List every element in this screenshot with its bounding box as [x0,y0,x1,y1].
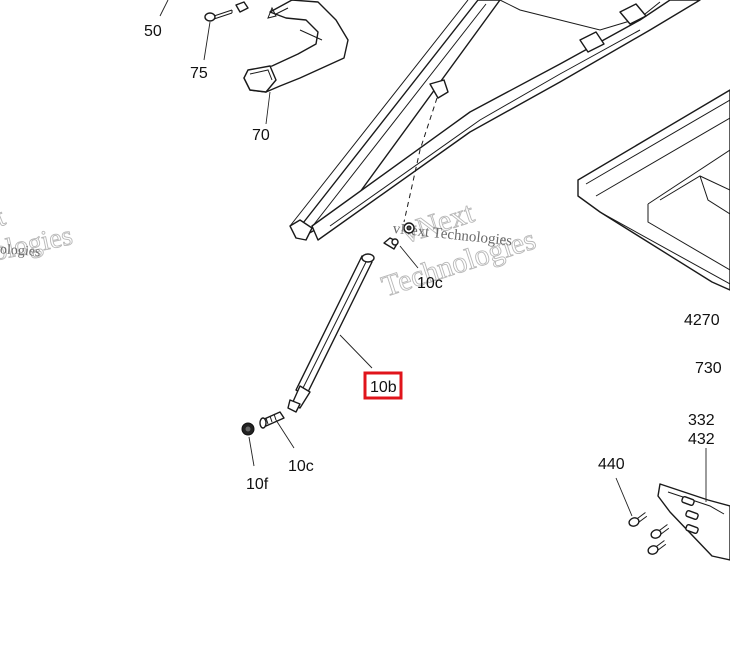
callout-730[interactable]: 730 [695,360,722,377]
part-440-screws [615,477,670,555]
callout-10b[interactable]: 10b [370,379,397,396]
tray-assembly [577,89,730,291]
callouts: 50 75 70 10c 10b 10c 10f 4270 730 332 43… [144,23,722,493]
watermark-left-fragment-1: t [0,201,10,233]
callout-10f[interactable]: 10f [246,476,269,493]
part-10c-lower [259,411,295,449]
callout-432[interactable]: 432 [688,431,715,448]
callout-10c-top[interactable]: 10c [417,275,443,292]
callout-70[interactable]: 70 [252,127,270,144]
frame-tube [289,0,701,241]
highlight-box-10b [363,371,403,400]
callout-50[interactable]: 50 [144,23,162,40]
callout-4270[interactable]: 4270 [684,312,720,329]
callout-10c-bottom[interactable]: 10c [288,458,314,475]
part-75-screw [204,1,277,22]
part-70-handle [243,0,349,93]
watermark-left-fragment-3: ologies [0,242,41,260]
leaders-top-left [159,0,271,125]
part-10b-gas-strut [287,253,375,413]
callout-440[interactable]: 440 [598,456,625,473]
callout-75[interactable]: 75 [190,65,208,82]
callout-332[interactable]: 332 [688,412,715,429]
part-10c-upper [383,222,419,269]
part-332-bracket [657,448,730,561]
part-10f-nut [241,422,255,467]
watermark: t ologies ologies vNext Technologies vNe… [0,195,540,303]
